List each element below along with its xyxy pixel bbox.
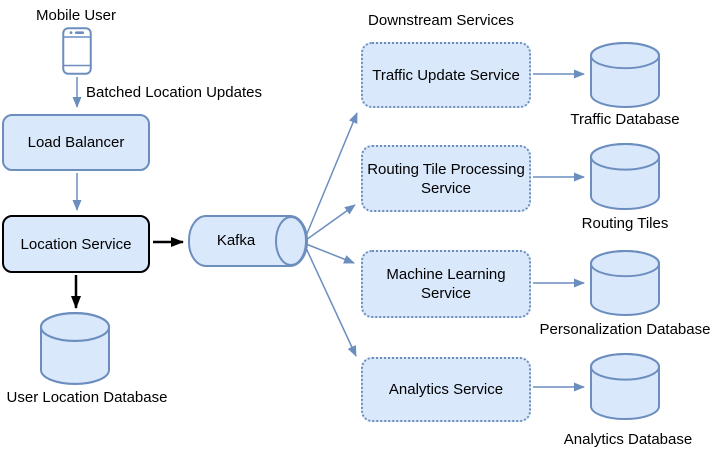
arrow-kafka-to-analytics-service [305,247,357,357]
analytics-database-cylinder-icon [590,353,660,420]
routing-tile-processing-service-node: Routing Tile Processing Service [361,145,531,212]
analytics-database-label: Analytics Database [563,431,693,448]
mobile-user-label: Mobile User [35,7,117,24]
machine-learning-service-node: Machine Learning Service [361,250,531,318]
arrow-kafka-to-traffic-service [305,112,358,237]
traffic-database-label: Traffic Database [570,111,680,128]
traffic-update-service-node: Traffic Update Service [361,42,531,108]
arrow-kafka-to-ml-service [305,243,355,264]
traffic-database-cylinder-icon [590,42,660,108]
downstream-services-label: Downstream Services [368,12,514,29]
kafka-queue-cylinder-icon [188,215,308,267]
user-location-database-label: User Location Database [6,389,168,406]
arrow-kafka-to-routing-service [305,204,356,241]
analytics-service-node: Analytics Service [361,357,531,422]
batched-location-updates-label: Batched Location Updates [86,84,262,101]
personalization-database-cylinder-icon [590,250,660,316]
routing-tiles-cylinder-icon [590,143,660,210]
mobile-phone-icon [62,27,92,75]
location-service-node: Location Service [2,215,150,273]
load-balancer-node: Load Balancer [2,114,150,171]
personalization-database-label: Personalization Database [539,321,711,338]
kafka-label: Kafka [216,232,256,249]
routing-tiles-label: Routing Tiles [581,215,669,232]
user-location-database-cylinder-icon [40,312,110,385]
